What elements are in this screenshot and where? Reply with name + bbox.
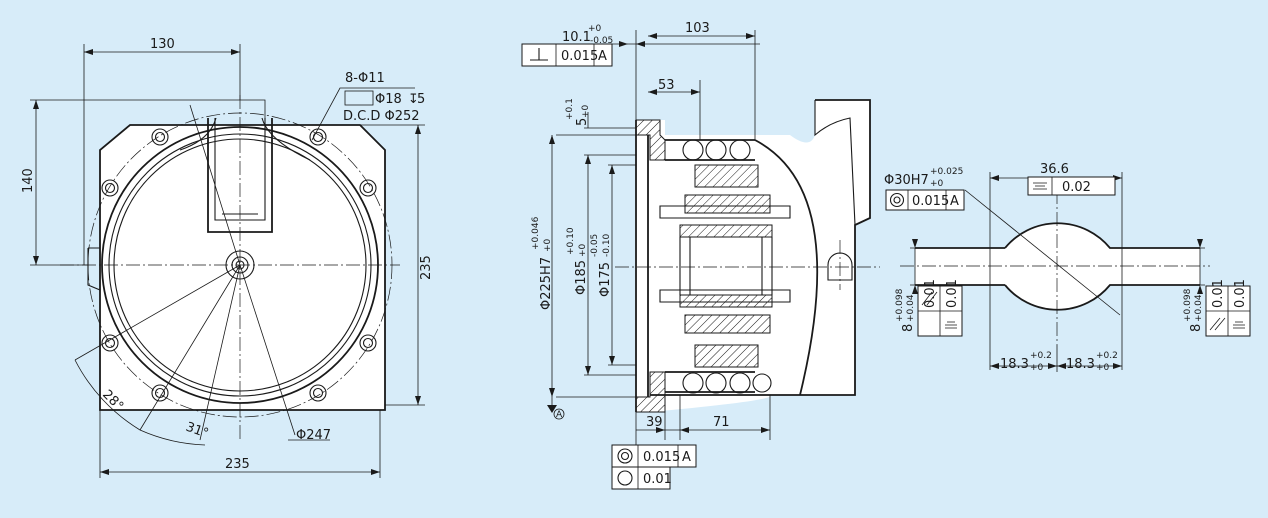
dia-225: Φ225H7 bbox=[539, 257, 554, 310]
gdt-top-value: 0.015 bbox=[561, 49, 598, 64]
dia-175: Φ175 bbox=[598, 262, 613, 297]
dim-36-6: 36.6 bbox=[1040, 162, 1069, 177]
dim-130: 130 bbox=[150, 37, 175, 52]
dim-5-upper: +0.1 bbox=[565, 98, 575, 120]
dim-8-left-lower: +0.04 bbox=[906, 294, 916, 322]
counterbore-callout: Φ18 bbox=[375, 92, 402, 107]
dia-185: Φ185 bbox=[574, 260, 589, 295]
dim-235-bottom: 235 bbox=[225, 457, 250, 472]
dim-53: 53 bbox=[658, 78, 675, 93]
datum-label: A bbox=[556, 410, 563, 420]
gdt-key-left-1: 0.01 bbox=[923, 279, 938, 308]
dim-18-3-left-upper: +0.2 bbox=[1030, 351, 1052, 361]
dim-10-1-upper: +0 bbox=[588, 24, 602, 34]
bearing-balls bbox=[682, 139, 772, 394]
gdt-bottom-value-2: 0.01 bbox=[643, 472, 672, 487]
dim-103: 103 bbox=[685, 21, 710, 36]
bore-lower: +0 bbox=[930, 179, 944, 189]
dim-8-right-lower: +0.04 bbox=[1194, 294, 1204, 322]
bore-dia: Φ30H7 bbox=[884, 173, 929, 188]
dim-18-3-right: 18.3 bbox=[1066, 357, 1095, 372]
counterbore-depth: 5 bbox=[417, 92, 425, 107]
dia-225-upper: +0.046 bbox=[531, 216, 541, 250]
dim-8-right: 8 bbox=[1189, 324, 1204, 332]
section-view bbox=[521, 30, 880, 490]
gdt-bottom-datum: A bbox=[682, 450, 691, 465]
gdt-key-left-2: 0.01 bbox=[945, 279, 960, 308]
holes-callout: 8-Φ11 bbox=[345, 71, 385, 86]
dim-8-right-upper: +0.098 bbox=[1183, 288, 1193, 322]
dim-18-3-right-upper: +0.2 bbox=[1096, 351, 1118, 361]
front-view bbox=[30, 44, 425, 478]
pcd-callout: D.C.D Φ252 bbox=[343, 109, 420, 124]
gdt-top-datum: A bbox=[598, 49, 607, 64]
angle-31: 31° bbox=[184, 420, 211, 442]
dia-185-upper: +0.10 bbox=[566, 227, 576, 255]
dim-10-1-lower: -0.05 bbox=[590, 36, 613, 46]
dim-39: 39 bbox=[646, 415, 663, 430]
dia-175-lower: -0.10 bbox=[602, 233, 612, 257]
gdt-bottom-value-1: 0.015 bbox=[643, 450, 680, 465]
gdt-bore-datum: A bbox=[950, 194, 959, 209]
dim-8-left: 8 bbox=[901, 324, 916, 332]
gdt-key-right-2: 0.01 bbox=[1233, 279, 1248, 308]
gdt-bore-value: 0.015 bbox=[912, 194, 949, 209]
dim-18-3-left-lower: +0 bbox=[1030, 363, 1044, 373]
dim-140: 140 bbox=[21, 168, 36, 193]
gdt-sym-value: 0.02 bbox=[1062, 180, 1091, 195]
dim-18-3-right-lower: +0 bbox=[1096, 363, 1110, 373]
bore-upper: +0.025 bbox=[930, 167, 963, 177]
dia-225-lower: +0 bbox=[543, 238, 553, 252]
dia-185-lower: +0 bbox=[578, 243, 588, 257]
diameter-247: Φ247 bbox=[296, 428, 331, 443]
dim-8-left-upper: +0.098 bbox=[895, 288, 905, 322]
gdt-key-right-1: 0.01 bbox=[1211, 279, 1226, 308]
dia-175-upper: -0.05 bbox=[590, 234, 600, 257]
dim-10-1: 10.1 bbox=[562, 30, 591, 45]
dim-18-3-left: 18.3 bbox=[1000, 357, 1029, 372]
detail-view bbox=[885, 172, 1251, 372]
dim-5-lower: +0 bbox=[581, 104, 591, 118]
dim-71: 71 bbox=[713, 415, 730, 430]
depth-symbol: ↧ bbox=[408, 92, 419, 107]
dim-5: 5 bbox=[575, 118, 590, 126]
dim-235-right: 235 bbox=[419, 255, 434, 280]
